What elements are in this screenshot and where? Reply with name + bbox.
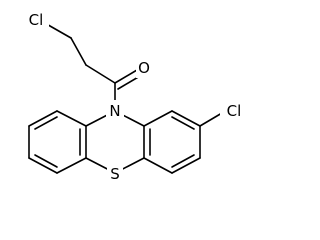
atom-sulfur: S — [107, 163, 123, 185]
atom-nitrogen: N — [106, 100, 124, 122]
bond-left-ring-5 — [56, 157, 87, 174]
bonds — [28, 21, 223, 174]
atom-label-cl-top: Cl — [29, 11, 44, 29]
atom-chlorine-top: Cl — [23, 10, 49, 30]
atom-label-oxygen: O — [138, 59, 150, 77]
bond-ch2-ch2 — [70, 37, 87, 66]
bond-ring-chlorine — [199, 112, 223, 127]
chemical-structure-diagram: Cl O N Cl S — [23, 10, 248, 185]
bond-right-ring-5 — [143, 157, 173, 174]
bond-right-ring-2 — [171, 110, 201, 127]
bond-left-ring-inner-2 — [34, 154, 58, 168]
bond-right-ring-inner-1 — [171, 116, 195, 130]
atom-label-nitrogen: N — [109, 102, 120, 120]
bond-ch2-carbonyl — [85, 64, 116, 84]
bond-right-ring-inner-2 — [171, 154, 195, 168]
bond-left-ring-1 — [56, 110, 87, 127]
bond-left-ring-4 — [28, 157, 58, 174]
atom-oxygen: O — [136, 58, 152, 78]
atom-label-sulfur: S — [110, 165, 120, 183]
bond-right-ring-1 — [143, 110, 173, 127]
bond-left-ring-2 — [28, 110, 58, 127]
bond-right-ring-4 — [171, 157, 201, 174]
atom-labels: Cl O N Cl S — [23, 10, 248, 185]
bond-carbonyl-oxygen-double — [117, 75, 141, 90]
bond-left-ring-inner-1 — [34, 116, 58, 130]
bond-carbonyl-oxygen — [114, 69, 138, 84]
atom-label-cl-ring: Cl — [227, 102, 242, 120]
atom-chlorine-ring: Cl — [220, 101, 248, 123]
